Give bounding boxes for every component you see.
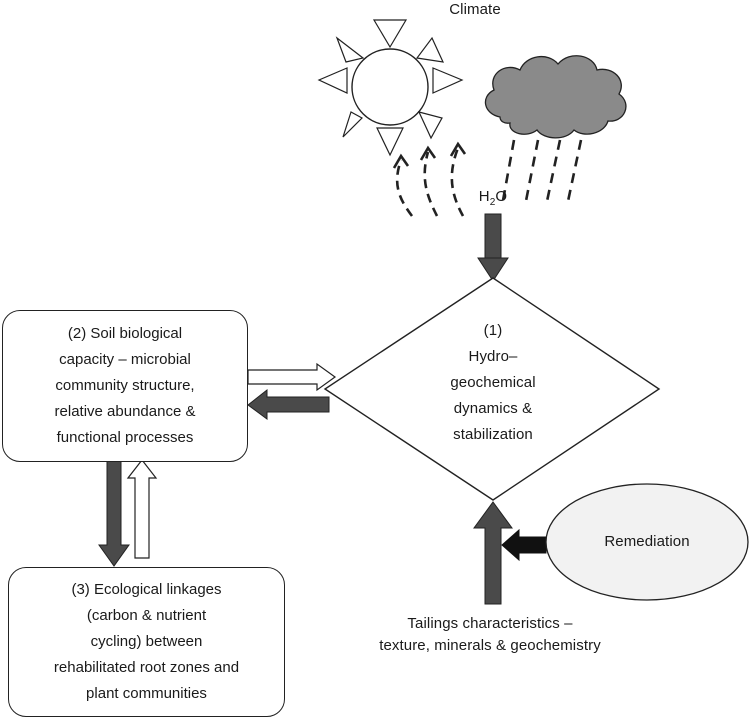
water-label: H2O: [466, 186, 520, 214]
remediation-ellipse: [545, 483, 749, 601]
ecology-box-line-1: (3) Ecological linkages: [71, 581, 222, 598]
tailings-line-1: Tailings characteristics –: [407, 615, 573, 632]
rain-lines-icon: [500, 139, 583, 207]
water-inflow-arrow: [477, 213, 509, 282]
tailings-line-2: texture, minerals & geochemistry: [379, 637, 601, 654]
arrow-ecology-to-soil: [126, 459, 158, 559]
sun-disc: [351, 48, 429, 126]
soil-biological-box: (2) Soil biological capacity – microbial…: [2, 310, 248, 462]
diamond-line-2: Hydro–: [468, 348, 518, 365]
evaporation-arrows-icon: [395, 147, 465, 217]
ecology-box-line-4: rehabilitated root zones and: [53, 659, 240, 676]
sun-ray-bottom: [376, 127, 404, 157]
tailings-up-arrow: [473, 501, 513, 605]
remediation-arrow: [501, 528, 547, 562]
ecological-linkages-box: (3) Ecological linkages (carbon & nutrie…: [8, 567, 285, 717]
diamond-text: (1) Hydro– geochemical dynamics & stabil…: [423, 318, 563, 448]
diamond-line-4: dynamics &: [453, 400, 533, 417]
remediation-label-text: Remediation: [604, 533, 690, 550]
water-label-subscript: 2: [489, 197, 496, 208]
arrow-diamond-to-soil: [247, 388, 330, 420]
sun-ray-left: [317, 67, 348, 94]
soil-box-line-4: relative abundance &: [54, 403, 196, 420]
soil-box-line-3: community structure,: [55, 377, 195, 394]
ecology-box-line-5: plant communities: [86, 685, 207, 702]
sun-ray-right: [432, 67, 464, 94]
soil-box-line-2: capacity – microbial: [59, 351, 191, 368]
water-label-tail: O: [495, 188, 508, 205]
climate-label-text: Climate: [449, 1, 501, 18]
soil-box-line-1: (2) Soil biological: [67, 325, 183, 342]
arrow-soil-to-diamond: [247, 362, 337, 392]
diamond-line-1: (1): [483, 322, 503, 339]
soil-box-line-5: functional processes: [56, 429, 194, 446]
ecology-box-line-3: cycling) between: [90, 633, 203, 650]
sun-ray-bottom-left: [342, 111, 363, 138]
arrow-soil-to-ecology: [98, 459, 130, 567]
sun-ray-top-left: [335, 36, 365, 63]
sun-ray-top: [372, 19, 408, 49]
rain-cloud-icon: [484, 55, 627, 139]
evaporation-arrowheads: [392, 141, 467, 169]
diamond-line-3: geochemical: [450, 374, 536, 391]
sun-ray-bottom-right: [417, 111, 443, 140]
climate-label: Climate: [430, 0, 520, 21]
tailings-label: Tailings characteristics – texture, mine…: [355, 613, 625, 657]
hydro-geochemical-diamond: [323, 277, 661, 501]
remediation-label: Remediation: [572, 531, 722, 553]
sun-ray-top-right: [415, 36, 445, 63]
ecology-box-line-2: (carbon & nutrient: [86, 607, 207, 624]
diamond-line-5: stabilization: [453, 426, 533, 443]
sun-icon: [317, 19, 464, 157]
water-label-main: H: [478, 188, 490, 205]
